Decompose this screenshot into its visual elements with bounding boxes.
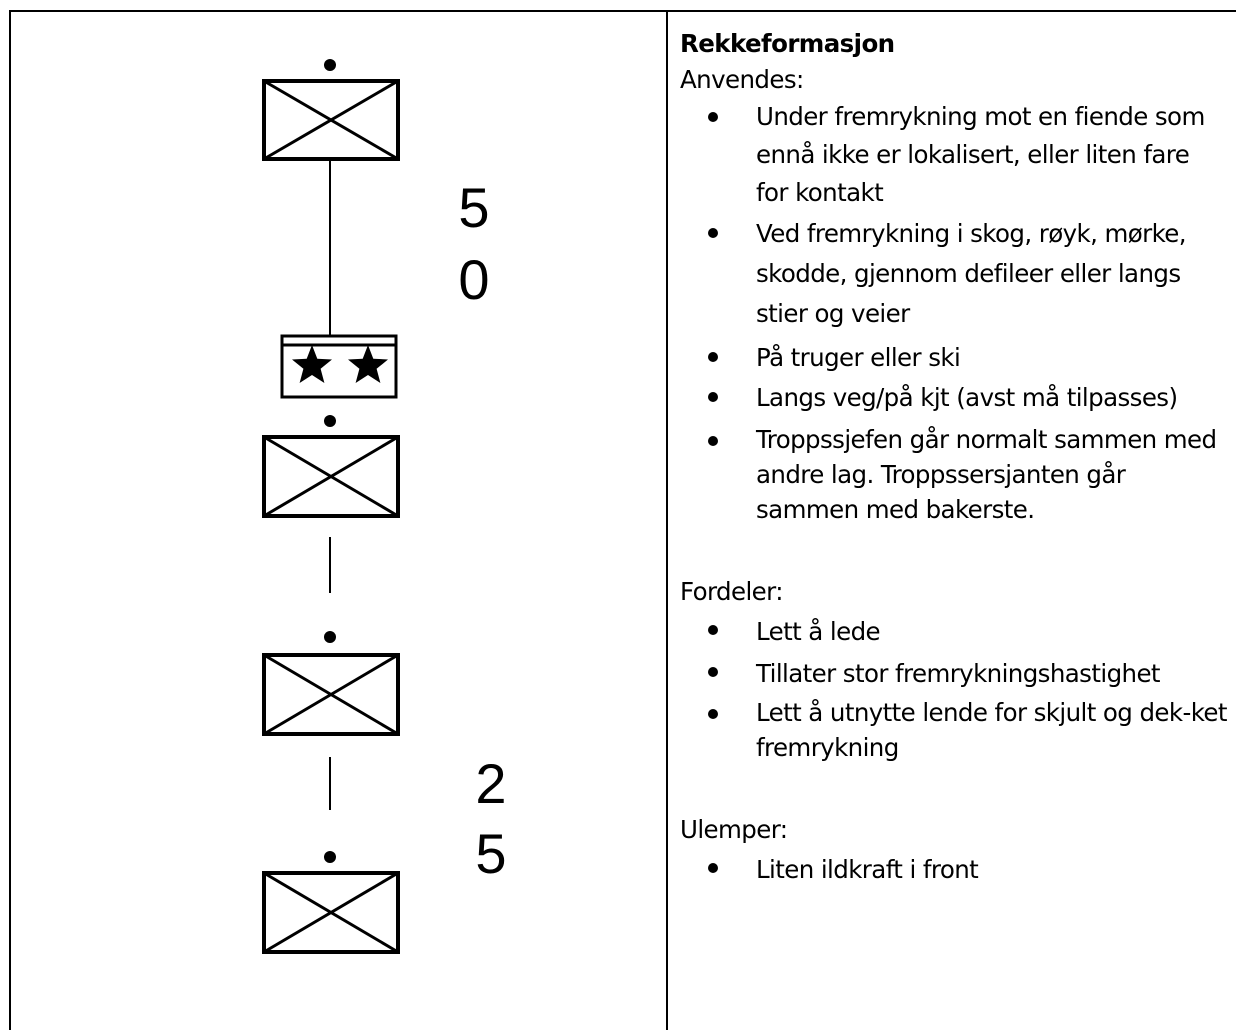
team-size-dot — [324, 851, 336, 863]
usage-list: Under fremrykning mot en fiende som ennå… — [680, 98, 1228, 527]
platoon-leader-symbol — [280, 334, 398, 399]
usage-heading: Anvendes: — [680, 65, 804, 94]
list-item: Tillater stor fremrykningshastighet — [680, 653, 1228, 695]
squad-symbol — [262, 851, 400, 954]
distance-label-front-digit-2: 0 — [458, 248, 490, 311]
formation-title: Rekkeformasjon — [680, 29, 895, 58]
team-size-dot — [324, 631, 336, 643]
distance-label-rear-digit-1: 2 — [475, 752, 507, 815]
column-formation-diagram — [262, 59, 400, 954]
team-size-dot — [324, 415, 336, 427]
squad-symbol — [262, 59, 400, 161]
disadvantages-list: Liten ildkraft i front — [680, 849, 1228, 891]
distance-label-front-digit-1: 5 — [458, 176, 490, 239]
team-size-dot — [324, 59, 336, 71]
advantages-list: Lett å lede Tillater stor fremrykningsha… — [680, 611, 1228, 765]
distance-label-rear-digit-2: 5 — [475, 822, 507, 885]
list-item: Langs veg/på kjt (avst må tilpasses) — [680, 378, 1228, 418]
diagram-cell: 5 0 2 5 — [262, 59, 507, 954]
list-item: Lett å lede — [680, 611, 1228, 653]
star-icon — [348, 345, 388, 383]
description-cell: Rekkeformasjon Anvendes: Under fremrykni… — [668, 0, 1236, 1030]
disadvantages-heading: Ulemper: — [680, 815, 788, 844]
description-text: Rekkeformasjon Anvendes: Under fremrykni… — [680, 26, 1228, 891]
list-item: Lett å utnytte lende for skjult og dek-k… — [680, 695, 1228, 765]
list-item: Under fremrykning mot en fiende som ennå… — [680, 98, 1228, 212]
list-item: Liten ildkraft i front — [680, 849, 1228, 891]
list-item: Ved fremrykning i skog, røyk, mørke, sko… — [680, 214, 1228, 334]
star-icon — [292, 345, 332, 383]
squad-symbol — [262, 415, 400, 518]
list-item: Troppssjefen går normalt sammen med andr… — [680, 422, 1228, 527]
squad-symbol — [262, 631, 400, 736]
list-item: På truger eller ski — [680, 338, 1228, 378]
advantages-heading: Fordeler: — [680, 577, 783, 606]
